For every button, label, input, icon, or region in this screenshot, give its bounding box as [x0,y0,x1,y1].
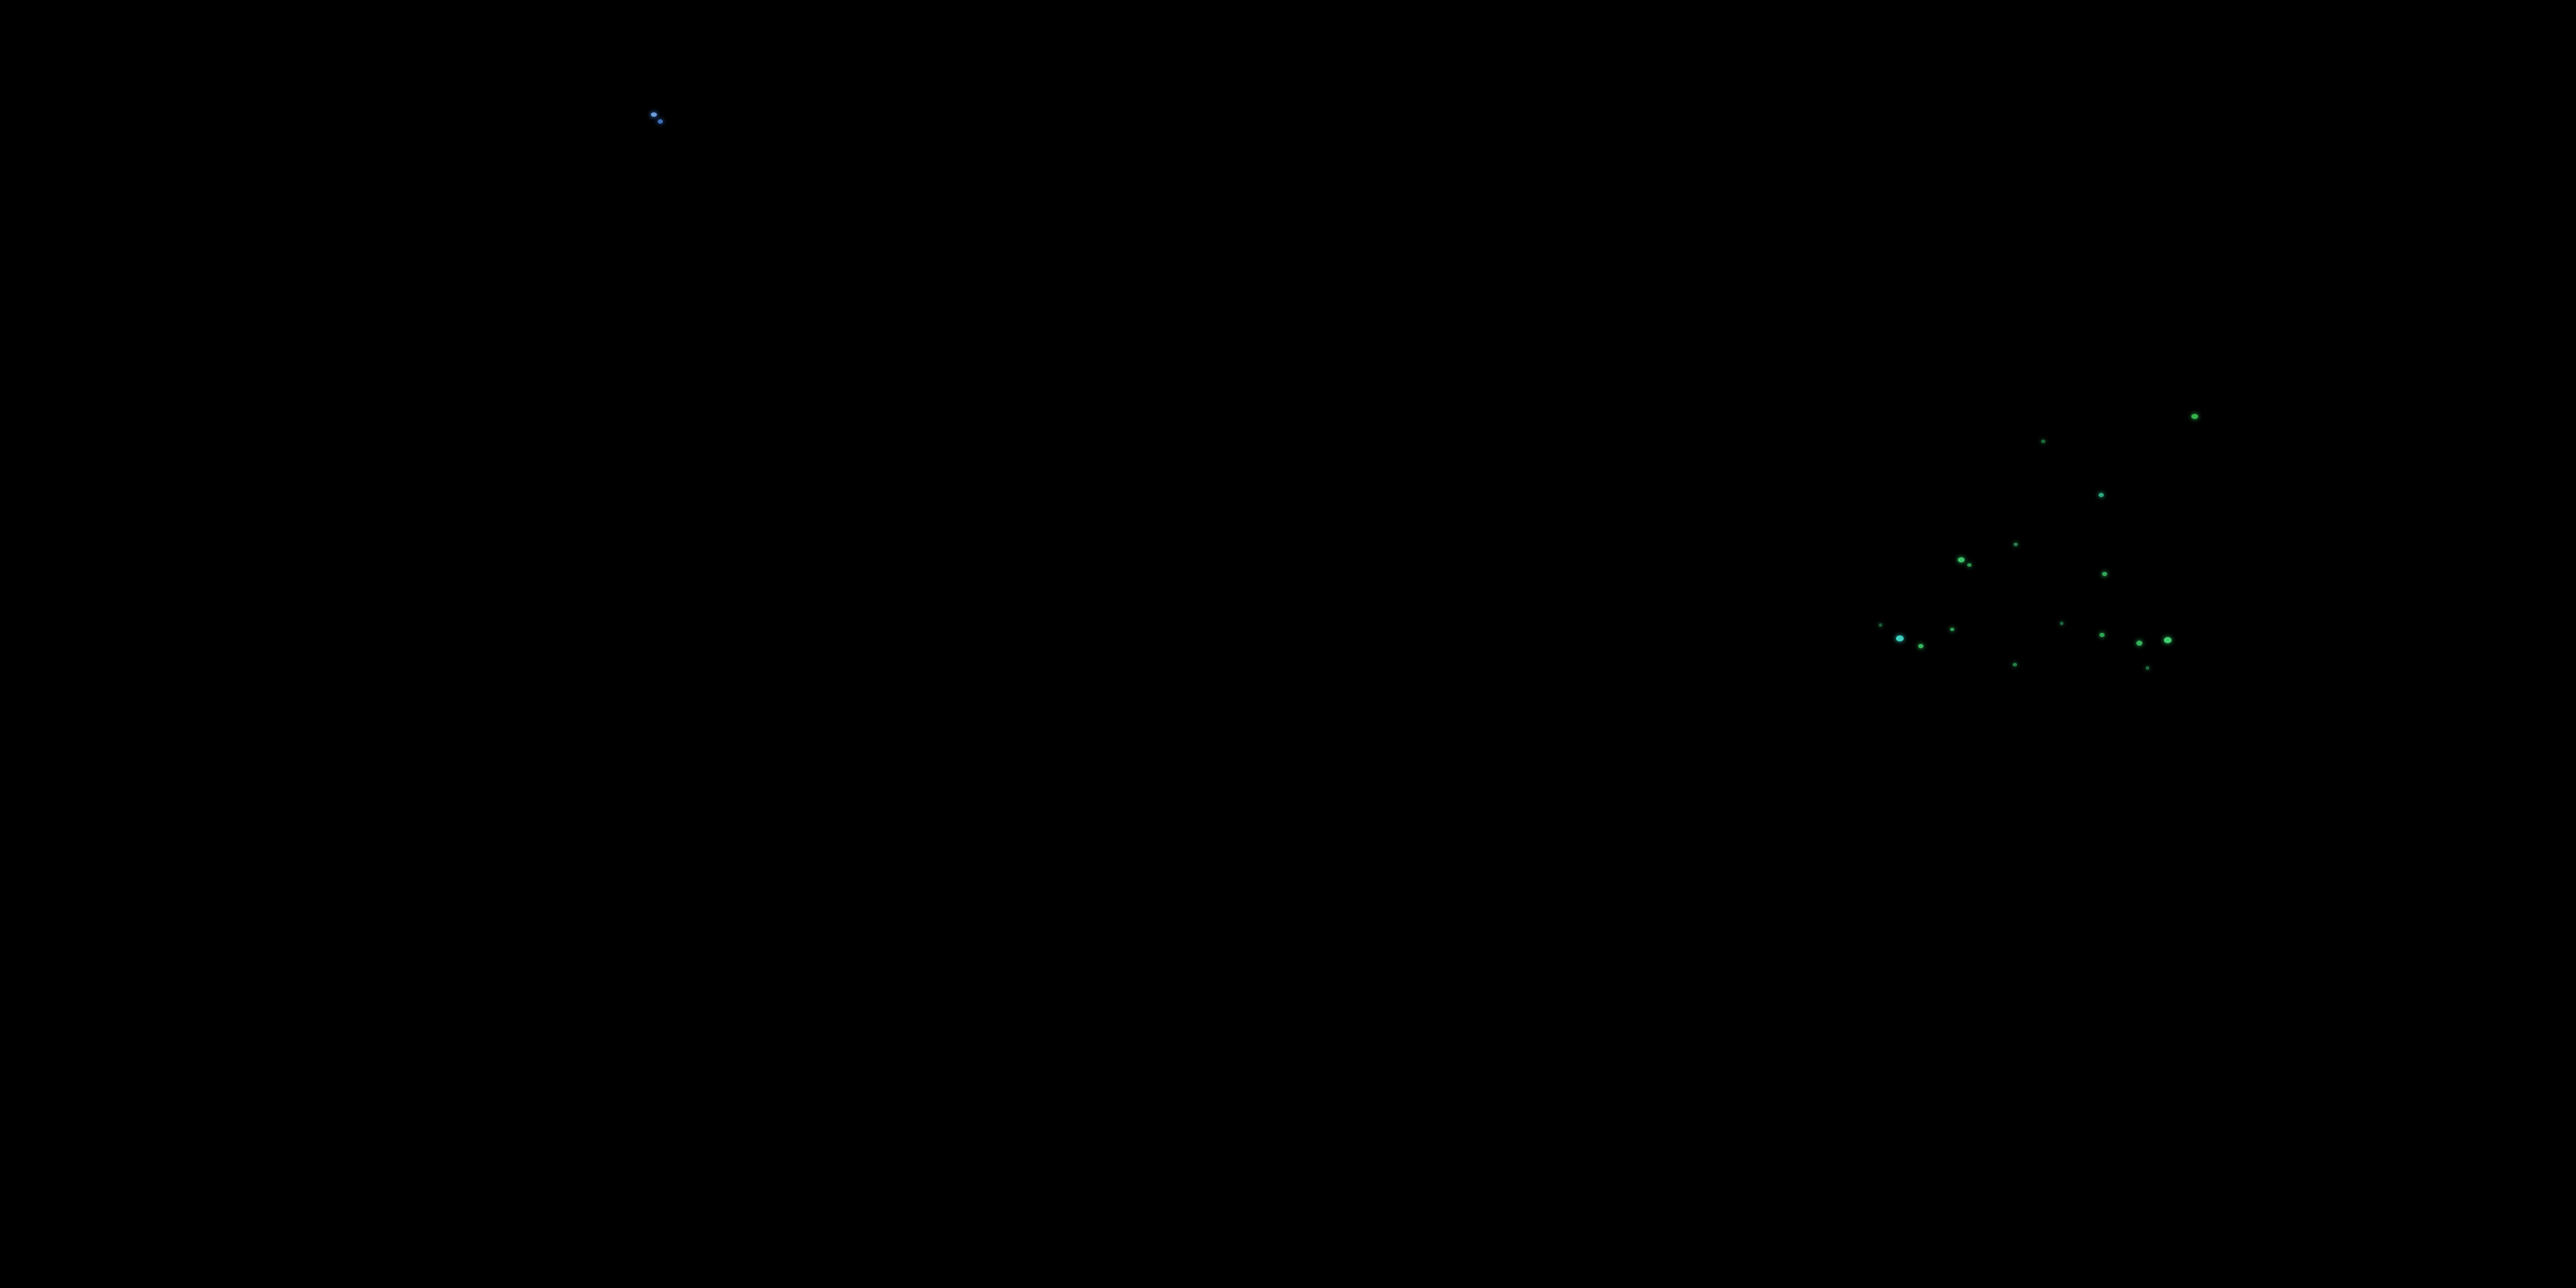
green-light-speck [2013,663,2017,666]
green-light-speck [1879,623,1882,627]
green-light-speck [1950,628,1954,631]
blue-light-speck [651,112,657,117]
green-light-speck [2102,572,2107,576]
green-light-speck [2191,414,2198,419]
teal-light-speck [2099,493,2104,497]
teal-light-speck [1896,635,1904,641]
green-light-speck [2099,633,2105,637]
green-light-speck [2041,440,2045,443]
green-light-speck [2164,637,2172,643]
green-light-speck [2146,666,2149,670]
green-light-speck [1918,644,1923,648]
green-light-speck [1958,557,1965,562]
blue-light-speck [658,119,663,124]
green-light-speck [2136,641,2142,646]
green-light-speck [2060,622,2063,625]
green-light-speck [1967,563,1971,567]
green-light-speck [2014,543,2018,546]
